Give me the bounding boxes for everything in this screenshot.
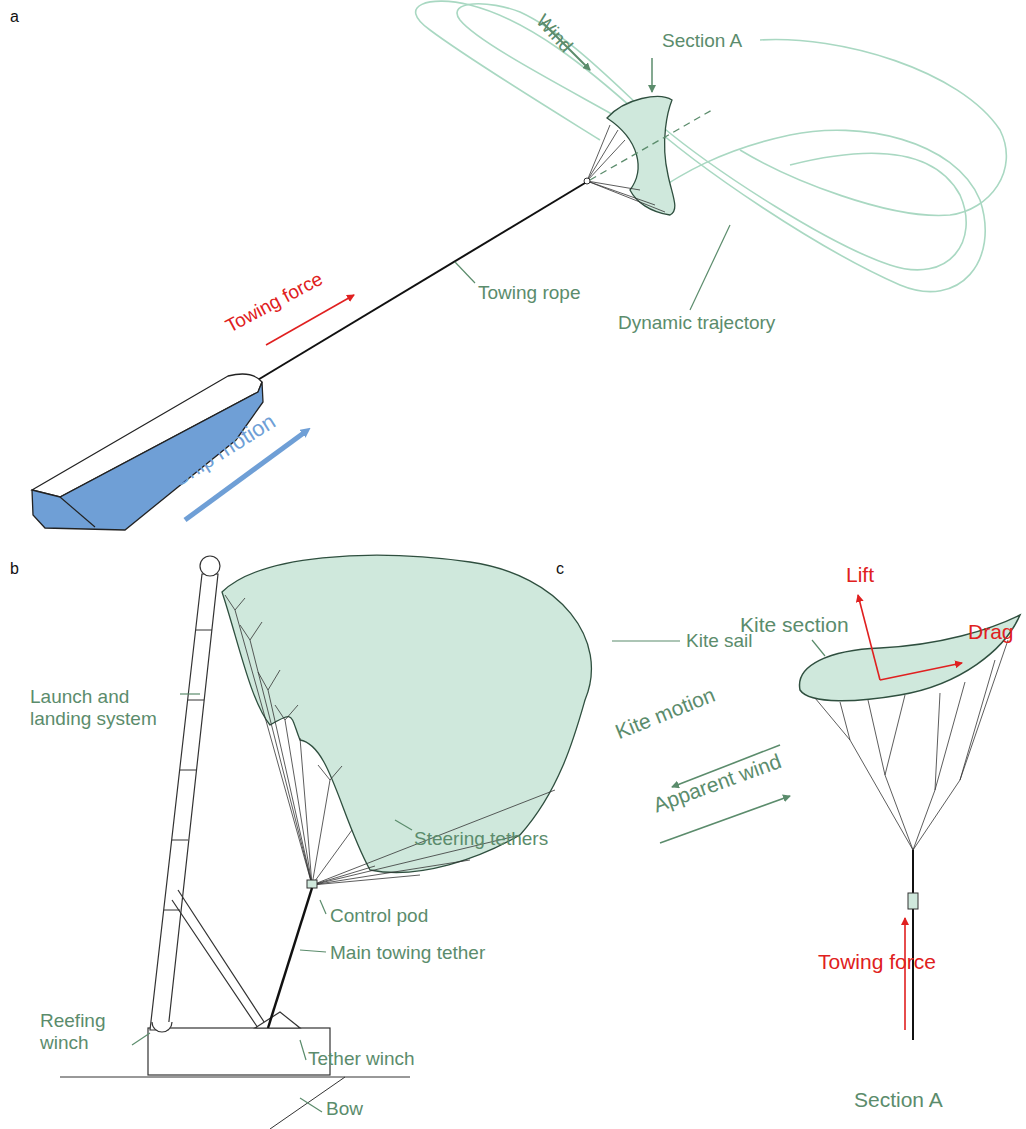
reefing-winch [152, 1022, 172, 1032]
lift-arrow [858, 595, 880, 680]
panel-letter: b [10, 560, 19, 578]
part-label: Dynamic trajectory [618, 312, 775, 334]
mast-strut [172, 890, 268, 1028]
part-label: Reefing winch [40, 1010, 130, 1054]
control-pod [307, 880, 317, 888]
panel-letter: a [10, 8, 19, 26]
leader-line [455, 262, 475, 283]
part-label: Kite section [740, 613, 849, 637]
section-tethers [815, 640, 1008, 850]
towing-force-arrow [904, 918, 906, 1030]
steering-tethers [225, 595, 555, 885]
part-label: Main towing tether [330, 942, 485, 964]
mast-pulley [200, 556, 220, 576]
force-label: Towing force [222, 268, 326, 337]
force-label: Lift [846, 563, 874, 587]
part-label: Towing rope [478, 282, 580, 304]
base-housing [148, 1028, 330, 1075]
kite [607, 97, 675, 215]
motion-label: Apparent wind [650, 749, 784, 818]
part-label: Steering tethers [414, 828, 548, 850]
section-arrow [651, 58, 653, 92]
force-label: Drag [968, 620, 1014, 644]
leader-line [812, 640, 825, 656]
section-line [590, 110, 712, 180]
mast-rungs [164, 630, 212, 910]
part-label: Section A [854, 1088, 943, 1112]
leader-line [690, 225, 730, 310]
part-label: Control pod [330, 905, 428, 927]
launch-mast [150, 574, 218, 1030]
tether [912, 850, 914, 1040]
control-pod [908, 893, 918, 909]
deck-line [60, 1077, 410, 1078]
part-label: Bow [326, 1098, 363, 1120]
tether-winch [255, 1012, 300, 1028]
drag-arrow [880, 663, 962, 680]
panel-letter: c [556, 560, 564, 578]
dynamic-trajectory [416, 1, 1007, 291]
kite-sail [222, 555, 591, 872]
part-label: Tether winch [308, 1048, 415, 1070]
part-label: Launch and landing system [30, 686, 180, 730]
section-label: Section A [662, 30, 742, 52]
bridle [587, 125, 665, 212]
motion-label: Kite motion [612, 683, 718, 745]
main-towing-tether [268, 888, 312, 1028]
force-label: Towing force [818, 950, 936, 974]
leader-lines [132, 641, 680, 1112]
